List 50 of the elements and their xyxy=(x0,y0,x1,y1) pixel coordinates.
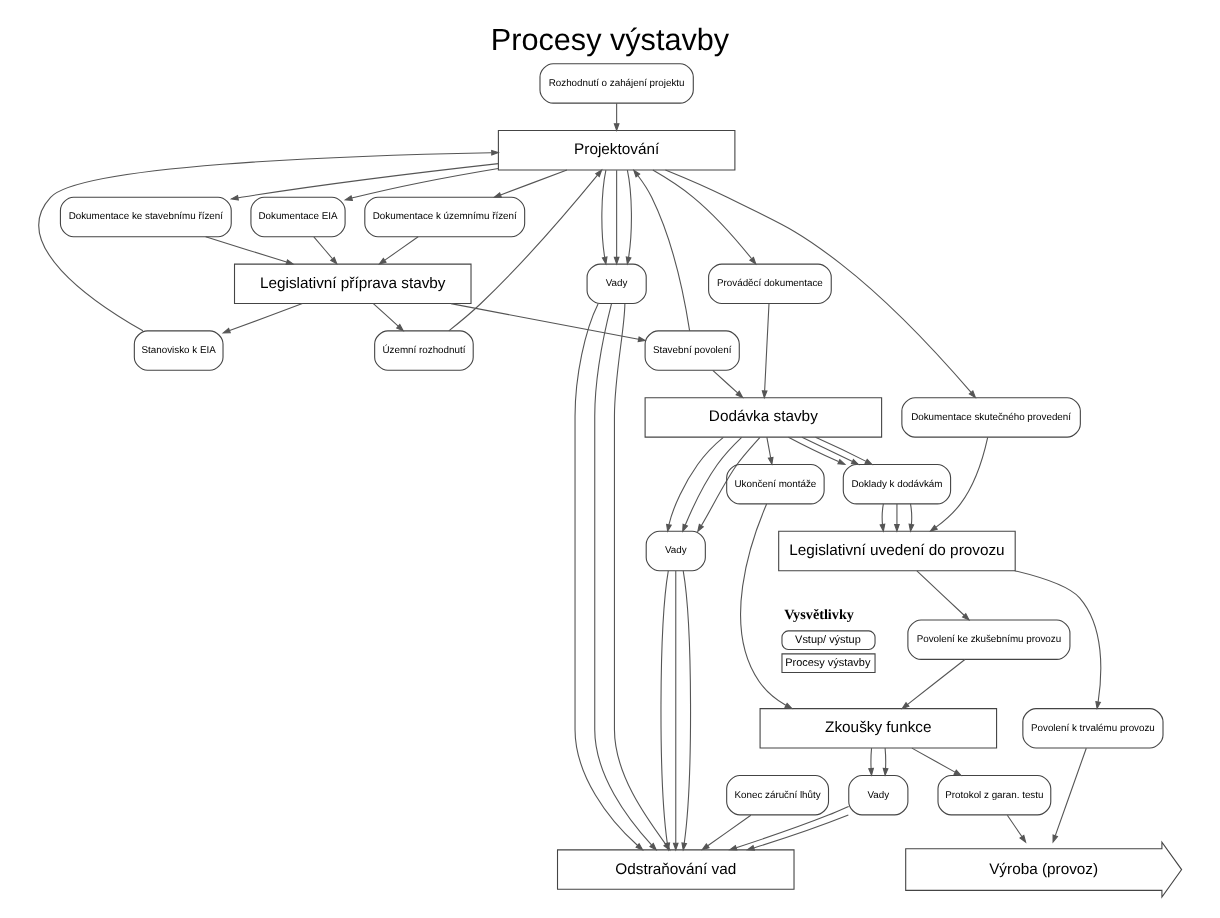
arrow xyxy=(745,814,849,851)
arrow xyxy=(879,503,886,533)
arrow xyxy=(728,805,850,851)
arrow xyxy=(666,436,724,533)
arrow xyxy=(1014,570,1102,711)
arrow xyxy=(696,436,761,533)
arrow xyxy=(682,436,743,533)
arrow xyxy=(1052,747,1087,844)
arrow xyxy=(882,747,889,777)
arrow xyxy=(893,503,900,533)
arrow xyxy=(681,570,692,852)
arrow xyxy=(660,570,671,852)
arrow xyxy=(787,436,847,466)
arrow xyxy=(740,503,794,710)
arrow xyxy=(377,236,419,265)
arrow xyxy=(664,169,977,399)
arrow xyxy=(929,436,989,533)
arrow xyxy=(672,570,679,852)
arrow xyxy=(701,814,752,851)
arrow xyxy=(868,747,875,777)
diagram-title: Procesy výstavby xyxy=(490,23,730,58)
arrow xyxy=(38,149,500,332)
arrow xyxy=(613,102,620,132)
arrow xyxy=(652,169,757,266)
arrow xyxy=(766,436,774,466)
arrow xyxy=(448,168,603,332)
arrow xyxy=(229,163,499,201)
arrow xyxy=(313,236,338,266)
arrow xyxy=(911,747,963,777)
arrow xyxy=(594,303,658,851)
arrow xyxy=(221,303,303,334)
arrow xyxy=(1006,814,1027,844)
arrow xyxy=(712,369,744,399)
arrow xyxy=(625,169,632,266)
arrow xyxy=(574,303,644,851)
arrow xyxy=(815,436,874,466)
arrow xyxy=(205,236,295,265)
arrow xyxy=(492,169,568,198)
arrow xyxy=(613,303,671,852)
arrow xyxy=(916,570,971,621)
arrow xyxy=(372,303,405,332)
arrow xyxy=(761,303,770,400)
arrow xyxy=(450,303,647,343)
arrow xyxy=(900,658,966,710)
arrow xyxy=(343,167,499,201)
arrow xyxy=(908,503,915,533)
arrow xyxy=(613,169,620,266)
arrow xyxy=(632,169,691,332)
arrow xyxy=(801,436,860,466)
arrow xyxy=(601,169,608,266)
